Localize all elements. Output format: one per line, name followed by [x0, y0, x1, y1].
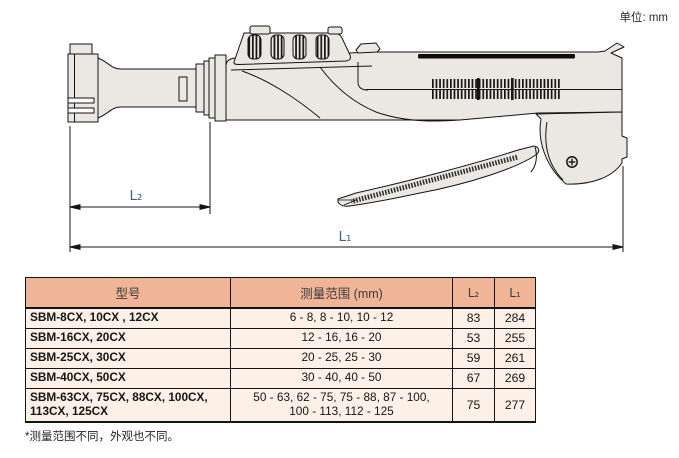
- table-row: SBM-25CX, 30CX 20 - 25, 25 - 30 59 261: [25, 347, 536, 369]
- flange-slot: [67, 97, 95, 104]
- model-cell: SBM-25CX, 30CX: [25, 347, 231, 369]
- shaft-window: [178, 76, 188, 102]
- table-row: SBM-63CX, 75CX, 88CX, 100CX, 113CX, 125C…: [25, 387, 536, 423]
- table-row: SBM-8CX, 10CX , 12CX 6 - 8, 8 - 10, 10 -…: [25, 307, 536, 329]
- body-contour: [241, 70, 321, 119]
- arrowhead: [199, 203, 211, 211]
- range-cell: 30 - 40, 40 - 50: [230, 367, 453, 389]
- phillips-screw-icon: [566, 156, 578, 168]
- col-header-l1: L₁: [494, 277, 536, 309]
- l1-cell: 261: [494, 347, 536, 369]
- l2-cell: 83: [452, 307, 495, 329]
- panel-tab: [327, 26, 343, 35]
- spec-table: 型号 测量范围 (mm) L₂ L₁ SBM-8CX, 10CX , 12CX …: [25, 277, 536, 423]
- l2-cell: 67: [452, 367, 495, 389]
- l1-cell: 269: [494, 367, 536, 389]
- gauge-body-group: [67, 25, 628, 207]
- body-seam: [230, 65, 373, 71]
- arrowhead: [69, 243, 81, 251]
- model-cell: SBM-16CX, 20CX: [25, 327, 231, 349]
- col-header-model: 型号: [25, 277, 231, 309]
- knurl-band: [432, 78, 560, 100]
- table-header-row: 型号 测量范围 (mm) L₂ L₁: [25, 277, 536, 309]
- collar-ring: [214, 54, 227, 122]
- range-cell: 50 - 63, 62 - 75, 75 - 88, 87 - 100, 100…: [230, 387, 453, 423]
- l1-cell: 284: [494, 307, 536, 329]
- model-cell: SBM-40CX, 50CX: [25, 367, 231, 389]
- head-top-tab: [69, 43, 93, 55]
- knurled-button: [315, 34, 330, 60]
- knurled-button: [247, 34, 262, 60]
- knurled-button: [292, 34, 307, 60]
- body-contour: [319, 66, 461, 122]
- range-cell: 6 - 8, 8 - 10, 10 - 12: [230, 307, 453, 329]
- l2-dimension-label: L₂: [130, 188, 143, 204]
- bore-gauge-technical-drawing: L₂ L₁: [67, 25, 628, 252]
- collar-ring: [203, 60, 210, 116]
- label-stripe: [418, 54, 575, 59]
- range-cell: 20 - 25, 25 - 30: [230, 347, 453, 369]
- model-cell: SBM-63CX, 75CX, 88CX, 100CX, 113CX, 125C…: [25, 387, 231, 423]
- gauge-anvil-shaft: [97, 57, 197, 119]
- arrowhead: [69, 203, 81, 211]
- table-row: SBM-40CX, 50CX 30 - 40, 40 - 50 67 269: [25, 367, 536, 389]
- col-header-range: 测量范围 (mm): [230, 277, 453, 309]
- l2-cell: 75: [452, 387, 495, 423]
- col-header-l2: L₂: [452, 277, 495, 309]
- l2-cell: 59: [452, 347, 495, 369]
- table-row: SBM-16CX, 20CX 12 - 16, 16 - 20 53 255: [25, 327, 536, 349]
- lever-knurl: [350, 154, 519, 204]
- l2-cell: 53: [452, 327, 495, 349]
- l1-cell: 277: [494, 387, 536, 423]
- rear-button: [355, 42, 381, 54]
- flange-slot: [67, 107, 95, 114]
- table-footnote: *测量范围不同，外观也不同。: [25, 431, 179, 443]
- model-cell: SBM-8CX, 10CX , 12CX: [25, 307, 231, 329]
- knurled-button: [270, 34, 285, 60]
- pistol-grip: [535, 111, 628, 185]
- lever-joint: [530, 146, 537, 173]
- arrowhead: [612, 243, 624, 251]
- collar-ring: [195, 63, 205, 113]
- grip-crease: [545, 121, 564, 181]
- unit-note: 单位: mm: [619, 12, 668, 24]
- l1-dimension-label: L₁: [339, 229, 352, 245]
- panel-tab: [249, 25, 271, 35]
- range-cell: 12 - 16, 16 - 20: [230, 327, 453, 349]
- l1-cell: 255: [494, 327, 536, 349]
- collar-ring: [208, 57, 216, 119]
- dimension-lines: [69, 122, 624, 252]
